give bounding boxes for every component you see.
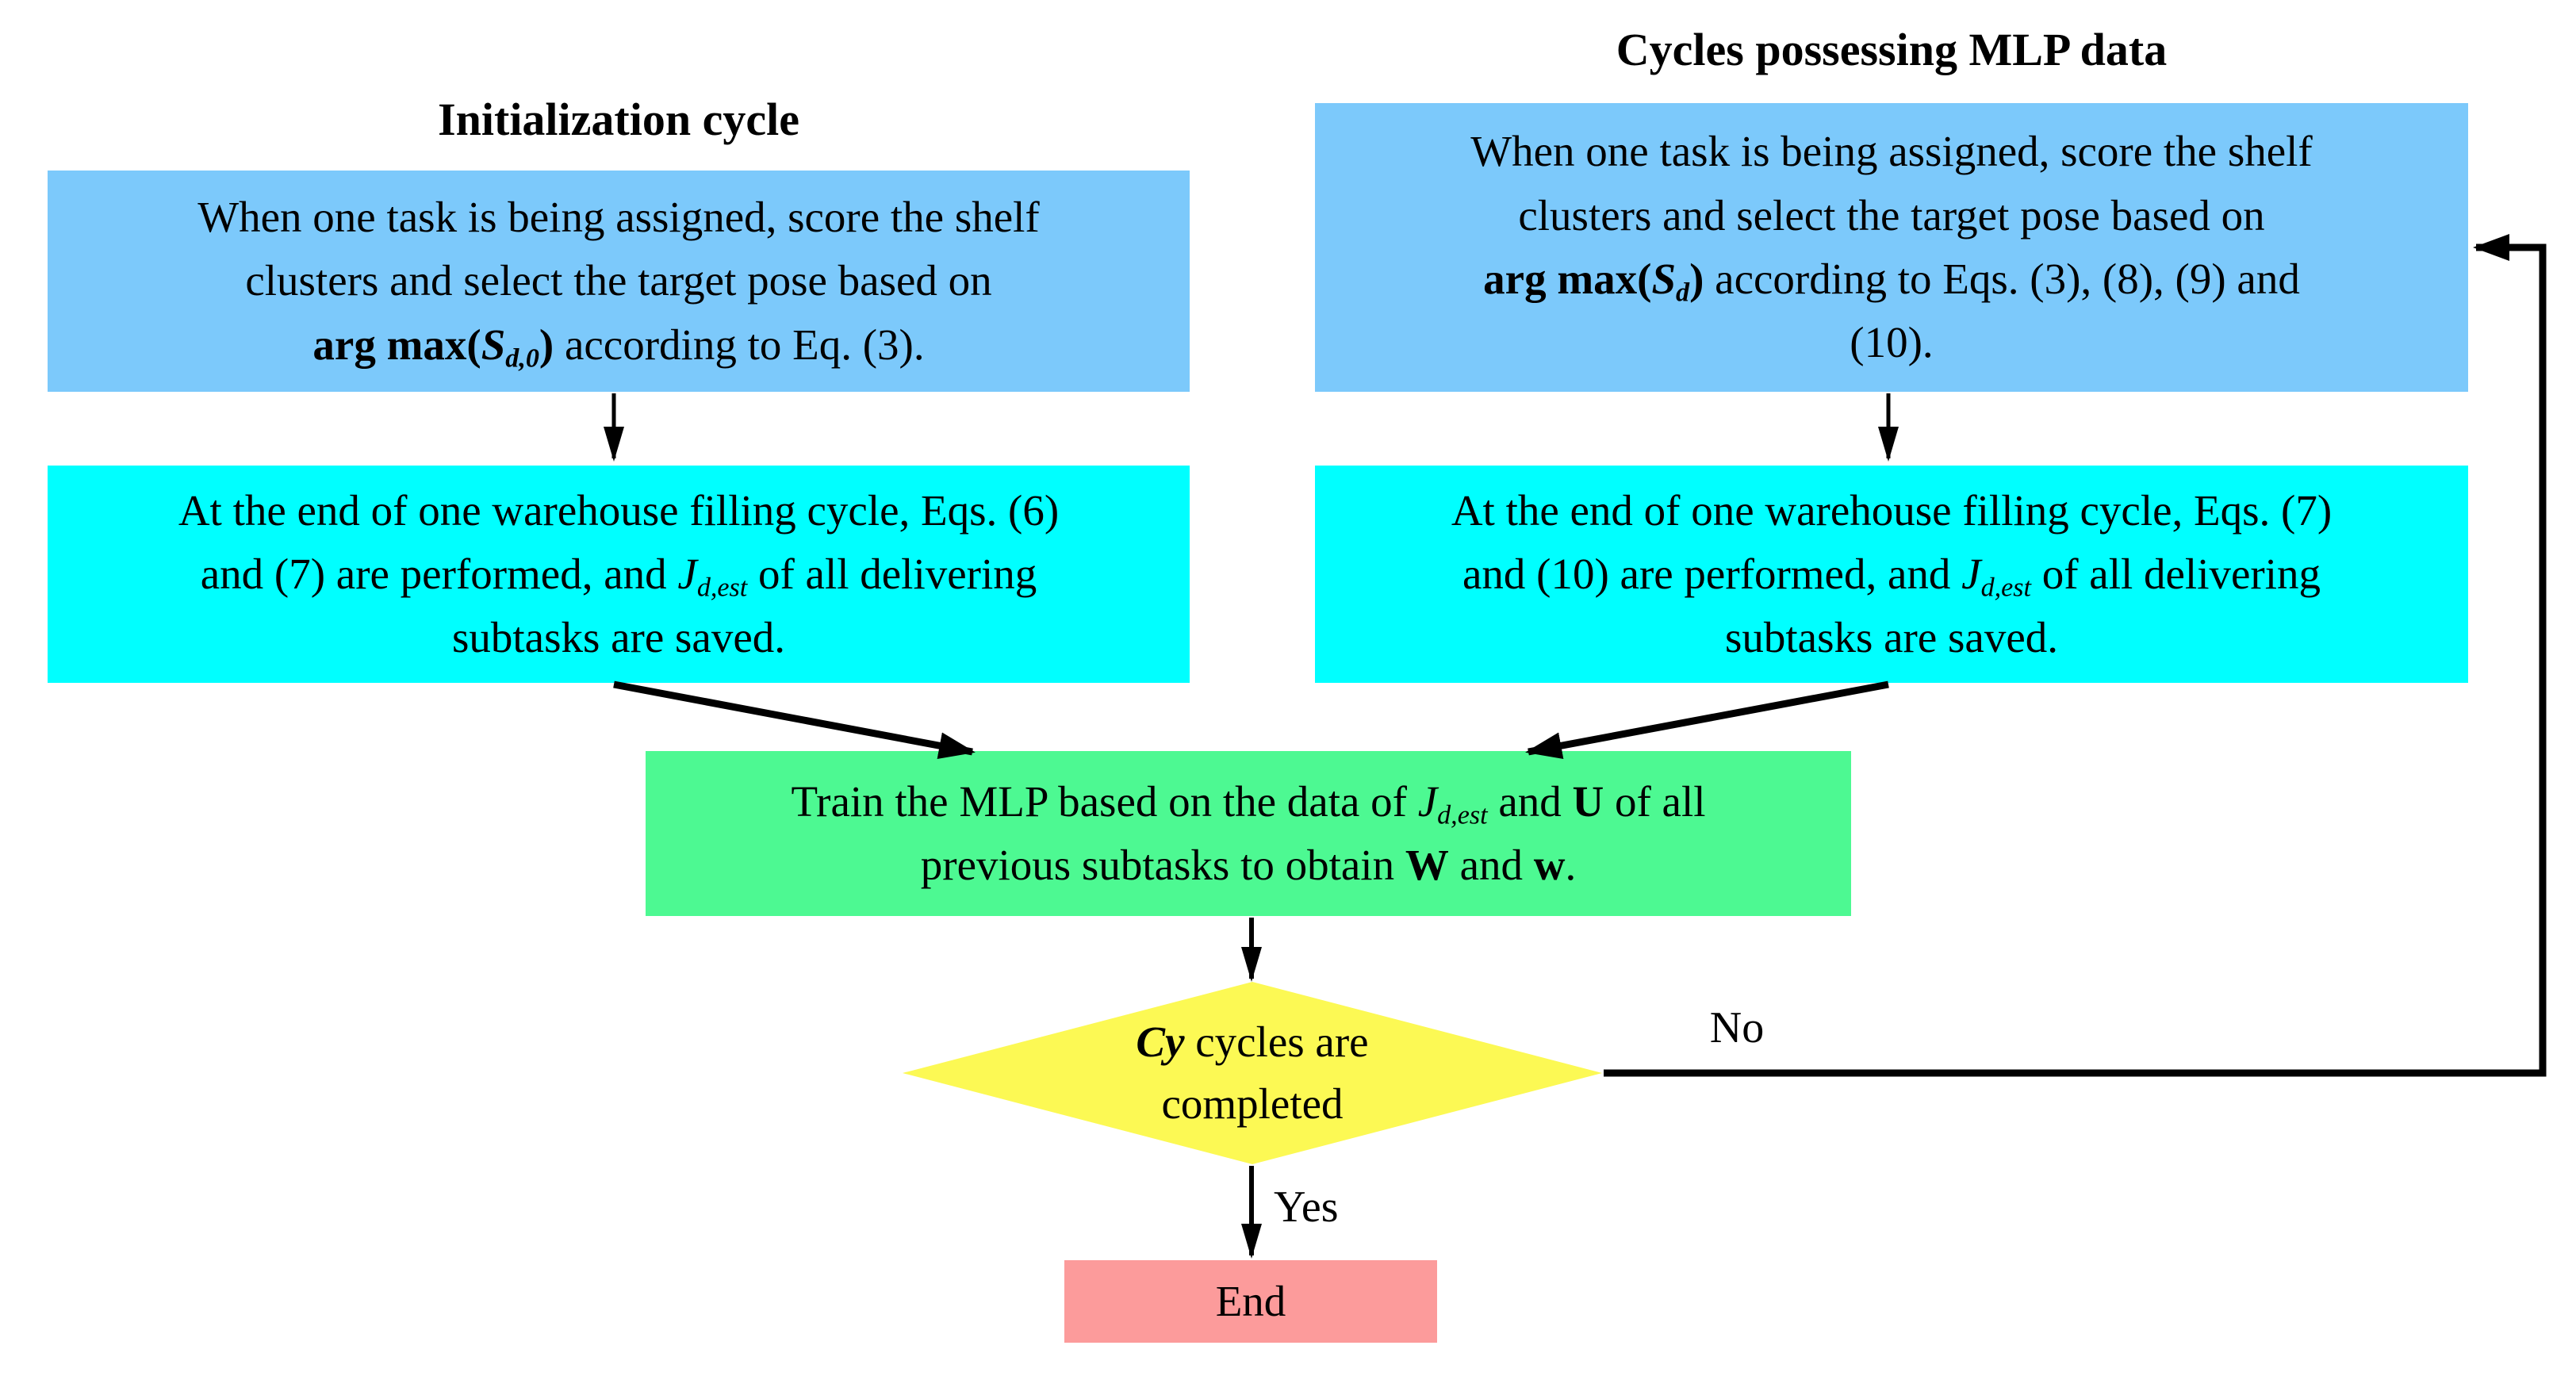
node-end: End (1064, 1260, 1437, 1343)
arrow-left-cyan-to-green (613, 680, 976, 759)
edge-label-yes: Yes (1274, 1182, 1339, 1232)
arrow-right-cyan-to-green (1525, 680, 1889, 759)
column-header-initialization-cycle: Initialization cycle (438, 94, 799, 145)
node-mlp-assign-task: When one task is being assigned, score t… (1315, 103, 2468, 392)
node-train-mlp: Train the MLP based on the data of Jd,es… (646, 751, 1851, 916)
node-mlp-end-of-cycle: At the end of one warehouse filling cycl… (1315, 466, 2468, 683)
edge-label-no: No (1709, 1003, 1765, 1052)
node-init-assign-task: When one task is being assigned, score t… (48, 171, 1190, 392)
column-header-cycles-possessing-mlp-data: Cycles possessing MLP data (1616, 24, 2168, 75)
node-init-end-of-cycle: At the end of one warehouse filling cycl… (48, 466, 1190, 683)
